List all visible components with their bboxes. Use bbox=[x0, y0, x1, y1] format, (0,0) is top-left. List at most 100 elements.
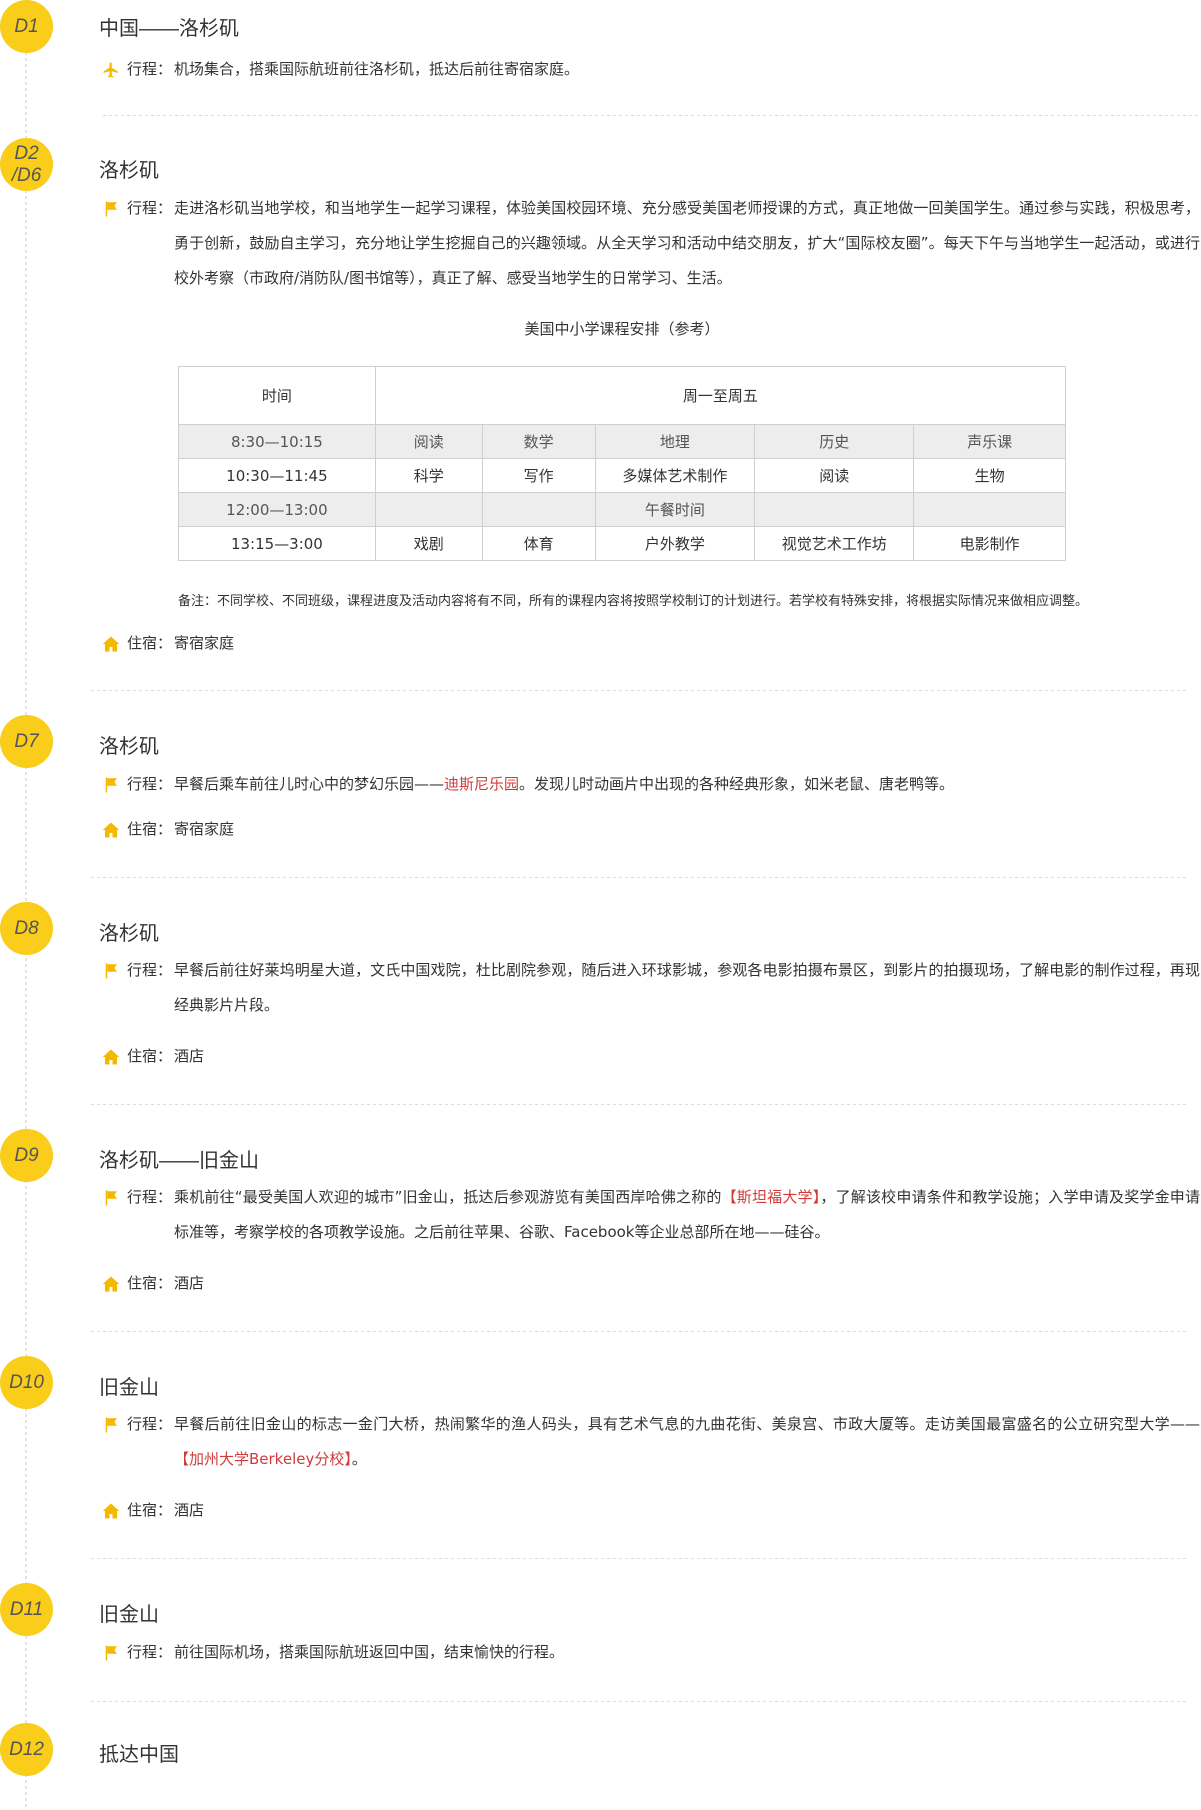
table-header-cell: 周一至周五 bbox=[374, 366, 1067, 425]
itinerary-text: 早餐后乘车前往儿时心中的梦幻乐园——迪斯尼乐园。发现儿时动画片中出现的各种经典形… bbox=[174, 775, 955, 793]
lodging-label: 住宿： bbox=[127, 1501, 173, 1519]
house-icon bbox=[102, 822, 120, 838]
table-caption: 美国中小学课程安排（参考） bbox=[524, 320, 720, 338]
day-badge: D10 bbox=[0, 1356, 53, 1409]
table-cell: 阅读 bbox=[754, 458, 915, 493]
lodging-text: 寄宿家庭 bbox=[174, 634, 235, 652]
table-cell: 午餐时间 bbox=[594, 492, 756, 527]
table-cell: 写作 bbox=[481, 458, 596, 493]
divider bbox=[91, 690, 1187, 691]
table-cell: 声乐课 bbox=[913, 424, 1066, 459]
table-note: 备注：不同学校、不同班级，课程进度及活动内容将有不同，所有的课程内容将按照学校制… bbox=[178, 594, 1089, 609]
table-row: 13:15—3:00 戏剧 体育 户外教学 视觉艺术工作坊 电影制作 bbox=[178, 526, 1066, 561]
itinerary-text: 早餐后前往旧金山的标志一金门大桥，热闹繁华的渔人码头，具有艺术气息的九曲花街、美… bbox=[174, 1415, 1200, 1468]
itinerary-label: 行程： bbox=[127, 961, 173, 979]
itinerary-label: 行程： bbox=[127, 199, 173, 217]
itinerary-item: 行程： 乘机前往“最受美国人欢迎的城市”旧金山，抵达后参观游览有美国西岸哈佛之称… bbox=[102, 1180, 1200, 1250]
house-icon bbox=[102, 1276, 120, 1292]
day-title: 洛杉矶——旧金山 bbox=[99, 1150, 259, 1172]
lodging-text: 酒店 bbox=[174, 1501, 205, 1519]
itinerary-item: 行程： 早餐后前往旧金山的标志一金门大桥，热闹繁华的渔人码头，具有艺术气息的九曲… bbox=[102, 1407, 1200, 1477]
table-cell bbox=[754, 492, 915, 527]
table-header-cell: 时间 bbox=[178, 366, 376, 425]
itinerary-label: 行程： bbox=[127, 1188, 173, 1206]
table-row: 12:00—13:00 午餐时间 bbox=[178, 492, 1066, 527]
disneyland-link[interactable]: 迪斯尼乐园 bbox=[444, 775, 520, 793]
lodging-label: 住宿： bbox=[127, 820, 173, 838]
divider bbox=[91, 1104, 1187, 1105]
day-title: 旧金山 bbox=[99, 1604, 159, 1626]
table-cell: 生物 bbox=[913, 458, 1066, 493]
lodging-text: 酒店 bbox=[174, 1047, 205, 1065]
lodging-text: 酒店 bbox=[174, 1274, 205, 1292]
itinerary-text: 机场集合，搭乘国际航班前往洛杉矶，抵达后前往寄宿家庭。 bbox=[174, 60, 580, 78]
schedule-table: 时间 周一至周五 8:30—10:15 阅读 数学 地理 历史 声乐课 10:3… bbox=[178, 366, 1067, 561]
table-cell: 8:30—10:15 bbox=[178, 424, 376, 459]
table-cell: 户外教学 bbox=[594, 526, 756, 561]
table-cell: 戏剧 bbox=[374, 526, 483, 561]
itinerary-text: 早餐后前往好莱坞明星大道，文氏中国戏院，杜比剧院参观，随后进入环球影城，参观各电… bbox=[174, 961, 1200, 1014]
table-cell: 13:15—3:00 bbox=[178, 526, 376, 561]
table-cell: 体育 bbox=[481, 526, 596, 561]
day-badge: D9 bbox=[0, 1129, 53, 1182]
house-icon bbox=[102, 1503, 120, 1519]
itinerary-item: 行程： 早餐后前往好莱坞明星大道，文氏中国戏院，杜比剧院参观，随后进入环球影城，… bbox=[102, 953, 1200, 1023]
day-badge: D8 bbox=[0, 902, 53, 955]
table-header-row: 时间 周一至周五 bbox=[178, 366, 1067, 425]
day-title: 洛杉矶 bbox=[99, 736, 159, 758]
lodging-label: 住宿： bbox=[127, 1047, 173, 1065]
airplane-icon bbox=[103, 62, 118, 78]
house-icon bbox=[102, 1049, 120, 1065]
lodging-label: 住宿： bbox=[127, 634, 173, 652]
table-cell bbox=[481, 492, 596, 527]
flag-icon bbox=[105, 201, 117, 217]
table-cell: 历史 bbox=[754, 424, 915, 459]
table-cell: 电影制作 bbox=[913, 526, 1066, 561]
day-badge: D11 bbox=[0, 1583, 53, 1636]
itinerary-text: 乘机前往“最受美国人欢迎的城市”旧金山，抵达后参观游览有美国西岸哈佛之称的【斯坦… bbox=[174, 1188, 1200, 1241]
itinerary-label: 行程： bbox=[127, 60, 173, 78]
day-title: 洛杉矶 bbox=[99, 923, 159, 945]
itinerary-text: 前往国际机场，搭乘国际航班返回中国，结束愉快的行程。 bbox=[174, 1643, 565, 1661]
itinerary-label: 行程： bbox=[127, 1643, 173, 1661]
flag-icon bbox=[105, 1645, 117, 1661]
itinerary-label: 行程： bbox=[127, 775, 173, 793]
table-cell: 视觉艺术工作坊 bbox=[754, 526, 915, 561]
table-cell: 10:30—11:45 bbox=[178, 458, 376, 493]
lodging-label: 住宿： bbox=[127, 1274, 173, 1292]
day-badge: D12 bbox=[0, 1723, 53, 1776]
table-cell: 12:00—13:00 bbox=[178, 492, 376, 527]
stanford-link[interactable]: 【斯坦福大学】 bbox=[721, 1188, 821, 1206]
flag-icon bbox=[105, 1417, 117, 1433]
divider bbox=[91, 877, 1187, 878]
divider bbox=[91, 1331, 1187, 1332]
itinerary-item: 行程： 走进洛杉矶当地学校，和当地学生一起学习课程，体验美国校园环境、充分感受美… bbox=[102, 191, 1200, 296]
day-title: 中国——洛杉矶 bbox=[99, 18, 239, 40]
table-cell: 科学 bbox=[374, 458, 483, 493]
flag-icon bbox=[105, 963, 117, 979]
table-row: 8:30—10:15 阅读 数学 地理 历史 声乐课 bbox=[178, 424, 1066, 459]
divider bbox=[91, 1701, 1187, 1702]
table-cell bbox=[374, 492, 483, 527]
berkeley-link[interactable]: 【加州大学Berkeley分校】 bbox=[174, 1450, 352, 1468]
lodging-text: 寄宿家庭 bbox=[174, 820, 235, 838]
divider bbox=[91, 1558, 1187, 1559]
table-cell bbox=[913, 492, 1066, 527]
day-badge: D2/D6 bbox=[0, 138, 53, 191]
day-title: 抵达中国 bbox=[99, 1744, 179, 1766]
table-cell: 地理 bbox=[594, 424, 756, 459]
day-title: 洛杉矶 bbox=[99, 160, 159, 182]
table-cell: 阅读 bbox=[374, 424, 483, 459]
table-row: 10:30—11:45 科学 写作 多媒体艺术制作 阅读 生物 bbox=[178, 458, 1066, 493]
flag-icon bbox=[105, 777, 117, 793]
day-badge: D1 bbox=[0, 0, 53, 53]
table-cell: 数学 bbox=[481, 424, 596, 459]
itinerary-label: 行程： bbox=[127, 1415, 173, 1433]
day-badge: D7 bbox=[0, 715, 53, 768]
flag-icon bbox=[105, 1190, 117, 1206]
day-title: 旧金山 bbox=[99, 1377, 159, 1399]
itinerary-text: 走进洛杉矶当地学校，和当地学生一起学习课程，体验美国校园环境、充分感受美国老师授… bbox=[174, 199, 1200, 287]
table-cell: 多媒体艺术制作 bbox=[594, 458, 756, 493]
divider bbox=[103, 115, 1201, 116]
house-icon bbox=[102, 636, 120, 652]
